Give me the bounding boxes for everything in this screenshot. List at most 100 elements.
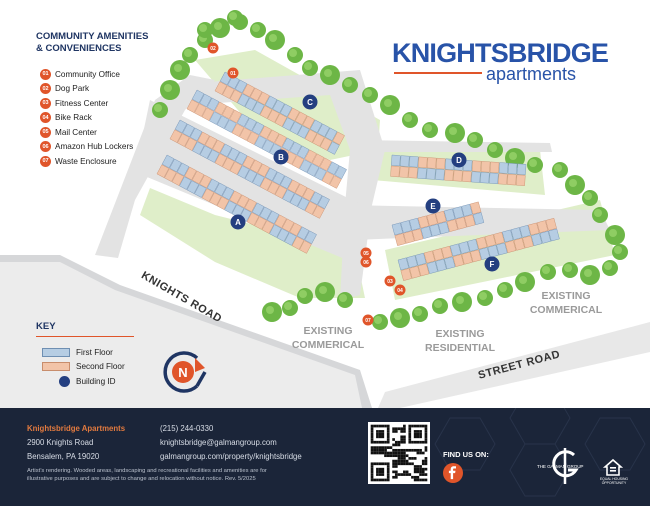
first-floor-unit — [261, 139, 275, 153]
qr-data-cell — [413, 478, 417, 482]
second-floor-unit — [528, 222, 540, 236]
qr-data-cell — [403, 424, 406, 428]
area-label: EXISTING — [541, 290, 590, 302]
second-floor-unit — [446, 219, 459, 232]
amenity-marker — [227, 67, 239, 79]
qr-data-cell — [394, 475, 398, 479]
qr-finder-cell — [408, 432, 412, 436]
qr-data-cell — [394, 454, 398, 458]
qr-data-cell — [384, 448, 387, 452]
qr-finder-cell — [408, 438, 412, 441]
amenity-marker — [360, 247, 372, 259]
first-floor-unit — [227, 147, 240, 162]
compass-icon: N — [163, 351, 207, 393]
first-floor-unit — [309, 191, 323, 205]
qr-data-cell — [403, 459, 406, 463]
first-floor-unit — [251, 202, 265, 217]
units-layer — [156, 71, 560, 281]
key-second-floor: Second Floor — [42, 360, 125, 375]
second-floor-unit — [403, 230, 415, 244]
footer-phone[interactable]: (215) 244-0330 — [160, 424, 214, 433]
first-floor-unit — [179, 176, 192, 190]
qr-data-cell — [400, 462, 404, 466]
qr-finder-cell — [370, 432, 374, 436]
second-floor-unit — [221, 105, 235, 120]
qr-finder-cell — [381, 462, 385, 466]
qr-finder-cell — [378, 473, 382, 476]
first-floor-unit — [507, 162, 518, 175]
building-block — [391, 201, 485, 246]
facebook-icon[interactable] — [443, 463, 463, 483]
qr-data-cell — [370, 451, 374, 455]
first-floor-unit — [221, 186, 235, 201]
second-floor-unit — [184, 137, 198, 151]
qr-finder-cell — [411, 424, 414, 428]
key-second-floor-label: Second Floor — [76, 362, 125, 372]
second-floor-unit — [231, 123, 245, 137]
tree-highlight — [394, 312, 402, 320]
second-floor-unit — [229, 161, 243, 175]
qr-data-cell — [424, 457, 428, 460]
second-floor-unit — [390, 165, 400, 178]
qr-data-cell — [392, 459, 395, 463]
second-floor-unit — [266, 129, 280, 144]
qr-finder-cell — [376, 440, 379, 444]
second-floor-unit — [545, 217, 557, 231]
first-floor-unit — [539, 230, 551, 244]
qr-data-cell — [394, 440, 398, 444]
qr-data-cell — [411, 475, 414, 479]
amenities-title-line1: COMMUNITY AMENITIES — [36, 31, 149, 42]
qr-data-cell — [386, 446, 390, 449]
tree-highlight — [529, 159, 537, 167]
qr-data-cell — [405, 473, 409, 476]
first-floor-unit — [487, 244, 499, 258]
first-floor-unit — [391, 222, 404, 236]
amenity-marker — [362, 314, 374, 326]
qr-finder-cell — [381, 473, 385, 476]
amenity-label: Dog Park — [55, 84, 90, 94]
qr-finder-cell — [381, 467, 385, 471]
first-floor-unit — [420, 226, 432, 239]
qr-finder-cell — [386, 435, 390, 439]
qr-data-cell — [416, 451, 420, 455]
building-id-label: A — [235, 218, 241, 227]
tree-highlight — [489, 144, 497, 152]
area-label: EXISTING — [435, 328, 484, 340]
tree-highlight — [434, 300, 442, 308]
footer-website[interactable]: galmangroup.com/property/knightsbridge — [160, 452, 302, 461]
second-floor-unit — [294, 183, 308, 198]
qr-data-cell — [392, 451, 395, 455]
qr-finder-cell — [381, 435, 385, 439]
amenity-label: Mail Center — [55, 127, 97, 137]
first-floor-unit — [269, 224, 282, 238]
qr-code[interactable] — [368, 422, 430, 484]
qr-data-cell — [381, 448, 385, 452]
footer-email[interactable]: knightsbridge@galmangroup.com — [160, 438, 277, 447]
qr-data-cell — [384, 446, 387, 449]
first-floor-unit — [266, 210, 280, 225]
qr-data-cell — [381, 451, 385, 455]
first-floor-unit — [314, 167, 327, 181]
qr-data-cell — [389, 451, 393, 455]
building-block — [397, 217, 560, 281]
tree-highlight — [519, 276, 527, 284]
first-floor-unit — [169, 158, 182, 173]
first-floor-unit — [214, 182, 227, 197]
second-floor-unit — [426, 213, 438, 226]
galman-g-icon — [552, 448, 579, 484]
qr-data-cell — [403, 470, 406, 474]
qr-data-cell — [392, 454, 395, 458]
qr-finder-cell — [373, 462, 377, 466]
first-floor-unit — [548, 228, 560, 242]
second-floor-unit — [426, 157, 437, 169]
qr-finder-cell — [384, 440, 387, 444]
area-label: RESIDENTIAL — [425, 342, 496, 354]
qr-data-cell — [392, 438, 395, 441]
second-floor-unit — [222, 157, 235, 171]
qr-data-cell — [424, 473, 428, 476]
first-floor-unit — [254, 135, 267, 149]
second-floor-unit — [287, 107, 300, 122]
